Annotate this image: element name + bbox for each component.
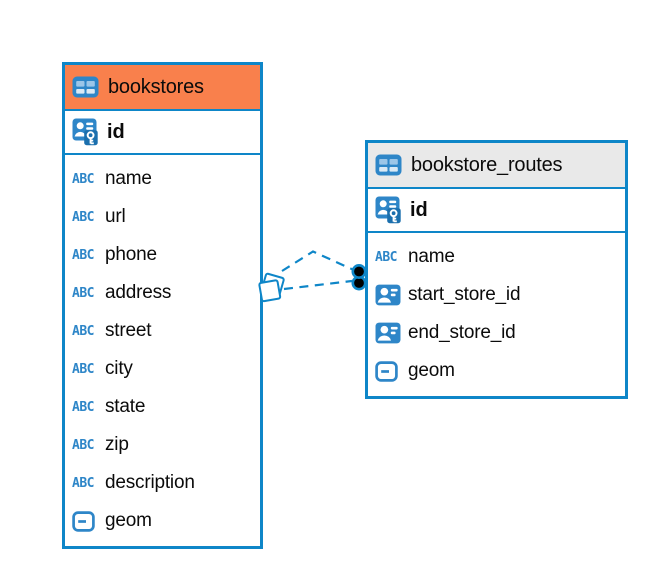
table-bookstores[interactable]: bookstores id ABC name ABC url ABC phone… (62, 62, 263, 549)
column-row-pk[interactable]: id (368, 187, 625, 231)
column-row[interactable]: ABC name (65, 160, 260, 198)
text-type-icon: ABC (72, 361, 94, 377)
column-list: ABC name start_store_id end_store_id geo… (368, 231, 625, 396)
column-row[interactable]: ABC zip (65, 426, 260, 464)
column-row[interactable]: geom (65, 502, 260, 540)
column-name: state (105, 396, 146, 417)
column-row[interactable]: ABC url (65, 198, 260, 236)
foreign-key-icon (375, 284, 408, 306)
relationship-line-lower[interactable] (283, 279, 353, 291)
primary-key-icon (375, 196, 402, 224)
column-row[interactable]: ABC phone (65, 236, 260, 274)
text-type-icon: ABC (375, 249, 397, 265)
relationship-line-upper[interactable] (281, 250, 357, 273)
table-icon (72, 76, 99, 98)
column-row[interactable]: geom (368, 352, 625, 390)
table-title: bookstores (108, 75, 204, 98)
table-icon (375, 154, 402, 176)
column-name: name (105, 168, 152, 189)
column-name: city (105, 358, 133, 379)
column-name: name (408, 246, 455, 267)
table-bookstore-routes-header[interactable]: bookstore_routes (368, 143, 625, 187)
column-row[interactable]: ABC name (368, 238, 625, 276)
text-type-icon: ABC (72, 171, 94, 187)
text-type-icon: ABC (72, 437, 94, 453)
geometry-type-icon (375, 361, 408, 382)
relationship-target-anchor[interactable] (351, 263, 367, 291)
column-name: address (105, 282, 172, 303)
text-type-icon: ABC (72, 475, 94, 491)
text-type-icon: ABC (72, 323, 94, 339)
text-type-icon: ABC (72, 247, 94, 263)
table-bookstore-routes[interactable]: bookstore_routes id ABC name start_store… (365, 140, 628, 399)
column-row[interactable]: ABC address (65, 274, 260, 312)
geometry-type-icon (72, 511, 105, 532)
column-row[interactable]: ABC description (65, 464, 260, 502)
foreign-key-icon (375, 322, 408, 344)
column-name: zip (105, 434, 129, 455)
column-row[interactable]: ABC state (65, 388, 260, 426)
column-name: street (105, 320, 152, 341)
column-name: id (107, 120, 125, 143)
column-row[interactable]: ABC street (65, 312, 260, 350)
column-row[interactable]: start_store_id (368, 276, 625, 314)
text-type-icon: ABC (72, 399, 94, 415)
column-row-pk[interactable]: id (65, 109, 260, 153)
column-row[interactable]: ABC city (65, 350, 260, 388)
column-name: geom (105, 510, 152, 531)
text-type-icon: ABC (72, 285, 94, 301)
column-name: end_store_id (408, 322, 516, 343)
primary-key-icon (72, 118, 99, 146)
column-row[interactable]: end_store_id (368, 314, 625, 352)
column-name: phone (105, 244, 157, 265)
column-name: id (410, 198, 428, 221)
column-name: description (105, 472, 195, 493)
column-list: ABC name ABC url ABC phone ABC address A… (65, 153, 260, 546)
column-name: start_store_id (408, 284, 521, 305)
column-name: url (105, 206, 126, 227)
column-name: geom (408, 360, 455, 381)
table-title: bookstore_routes (411, 153, 563, 176)
table-bookstores-header[interactable]: bookstores (65, 65, 260, 109)
text-type-icon: ABC (72, 209, 94, 225)
